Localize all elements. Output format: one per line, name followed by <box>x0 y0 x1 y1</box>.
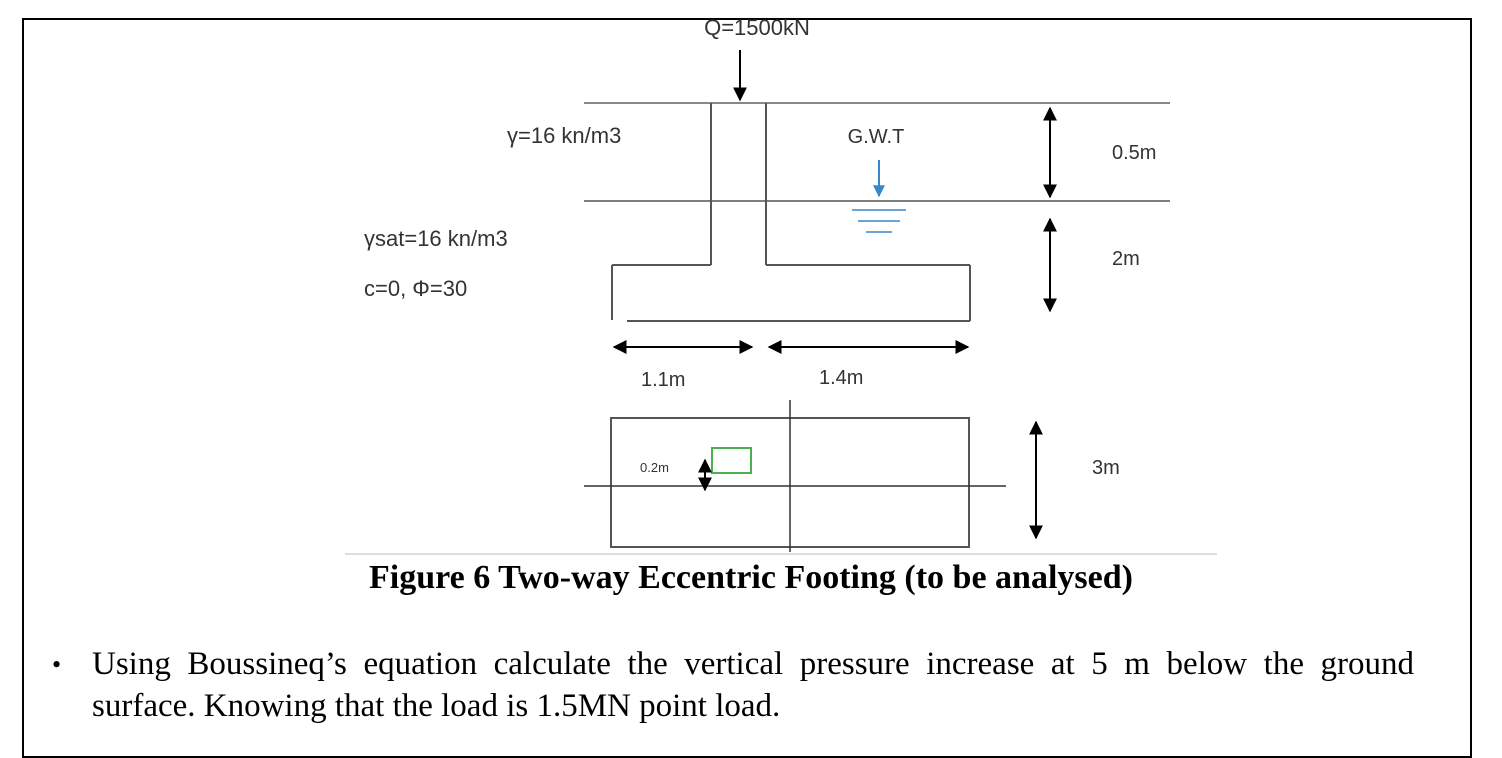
footing-section <box>611 103 971 322</box>
figure-caption: Figure 6 Two-way Eccentric Footing (to b… <box>369 559 1133 596</box>
question-list-item: • Using Boussineq’s equation calculate t… <box>52 643 1414 727</box>
soil-parameters-label: c=0, Φ=30 <box>364 276 467 301</box>
unit-weight-label: γ=16 kn/m3 <box>507 123 621 148</box>
column-plan <box>711 447 752 474</box>
depth-second-label: 2m <box>1112 248 1140 270</box>
bullet-icon: • <box>52 650 62 679</box>
gwt-label: G.W.T <box>848 126 905 148</box>
right-width-label: 1.4m <box>819 367 863 389</box>
footing-diagram: Q=1500kN γ=16 kn/m3 γsat=16 kn/m3 c=0, Φ… <box>345 15 1217 555</box>
water-table-symbol <box>852 209 906 233</box>
load-label: Q=1500kN <box>704 15 810 40</box>
depth-top-label: 0.5m <box>1112 142 1156 164</box>
plan-length-label: 3m <box>1092 457 1120 479</box>
question-text: Using Boussineq’s equation calculate the… <box>92 646 1414 724</box>
saturated-unit-weight-label: γsat=16 kn/m3 <box>364 226 508 251</box>
left-width-label: 1.1m <box>641 369 685 391</box>
plan-offset-label: 0.2m <box>640 460 669 475</box>
